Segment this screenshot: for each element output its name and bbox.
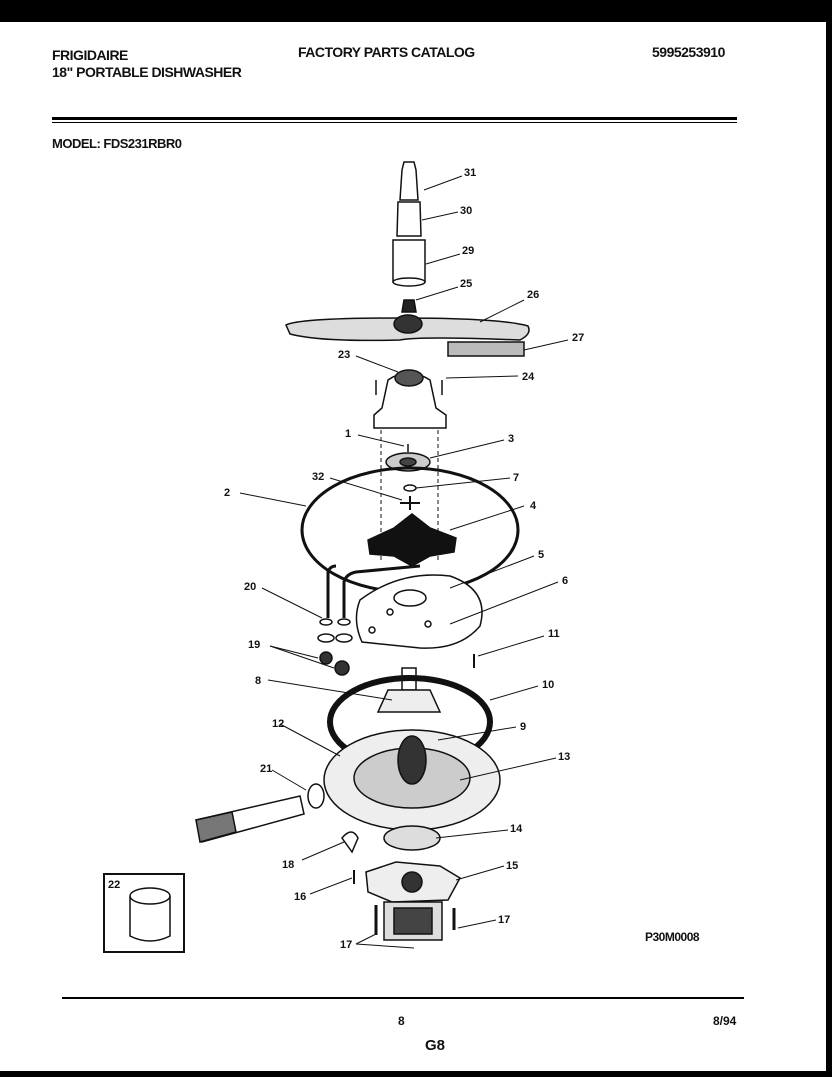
sump-housing (323, 729, 501, 831)
pump-hub (376, 667, 442, 713)
callout-23: 23 (338, 349, 350, 361)
callout-27: 27 (572, 332, 584, 344)
callout-2: 2 (224, 487, 230, 499)
drain-hose (195, 783, 325, 843)
callout-26: 26 (527, 289, 539, 301)
chopper-blade-assembly (367, 513, 457, 567)
callout-15: 15 (506, 860, 518, 872)
callout-20: 20 (244, 581, 256, 593)
callout-32: 32 (312, 471, 324, 483)
callout-24: 24 (522, 371, 535, 383)
callout-6: 6 (562, 575, 568, 587)
catalog-part-number: 5995253910 (652, 44, 725, 60)
callout-5: 5 (538, 549, 544, 561)
product-name: 18" PORTABLE DISHWASHER (52, 64, 242, 80)
pump-cover-plate (355, 574, 483, 649)
upper-pump-housing (373, 369, 447, 429)
callout-3: 3 (508, 433, 514, 445)
callout-4: 4 (530, 500, 537, 512)
water-tube (326, 564, 337, 618)
callout-17-right: 17 (498, 914, 510, 926)
callout-12: 12 (272, 718, 284, 730)
hose-fittings (317, 618, 353, 676)
callout-21: 21 (260, 763, 272, 775)
spray-arm-nut (401, 299, 417, 313)
callout-8: 8 (255, 675, 261, 687)
callout-19: 19 (248, 639, 260, 651)
callout-13: 13 (558, 751, 570, 763)
callout-25: 25 (460, 278, 472, 290)
model-label: MODEL: FDS231RBR0 (52, 136, 182, 151)
callout-31: 31 (464, 167, 476, 179)
callout-18: 18 (282, 859, 294, 871)
callout-9: 9 (520, 721, 526, 733)
page-number: 8 (398, 1014, 405, 1028)
callout-17-left: 17 (340, 939, 352, 951)
callout-11: 11 (548, 628, 560, 640)
revision-date: 8/94 (713, 1014, 737, 1028)
catalog-title: FACTORY PARTS CATALOG (298, 44, 475, 60)
callout-16: 16 (294, 891, 306, 903)
header-rule-thin (52, 122, 737, 123)
section-code: G8 (425, 1037, 446, 1054)
motor-assembly (365, 861, 462, 941)
callout-29: 29 (462, 245, 474, 257)
deflector-strip (447, 341, 525, 357)
callout-30: 30 (460, 205, 472, 217)
right-scan-edge (826, 0, 832, 1077)
footer-rule (62, 997, 744, 999)
exploded-parts-diagram: 31 30 29 25 26 27 23 24 1 3 32 7 2 4 5 6… (103, 161, 584, 953)
callout-22: 22 (108, 879, 120, 891)
callout-10: 10 (542, 679, 554, 691)
check-valve (341, 831, 359, 854)
lower-spray-arm (285, 314, 530, 342)
bottom-scan-edge (0, 1071, 832, 1077)
spray-tower-top (392, 161, 426, 287)
header-rule (52, 117, 737, 120)
callout-7: 7 (513, 472, 519, 484)
callout-14: 14 (510, 823, 523, 835)
callout-1: 1 (345, 428, 351, 440)
shaft-seal (383, 825, 441, 851)
accessory-box (103, 873, 185, 953)
top-black-bar (0, 0, 832, 22)
impeller-assembly (385, 444, 431, 472)
brand-name: FRIGIDAIRE (52, 47, 128, 63)
washer-ring (403, 484, 417, 492)
figure-reference: P30M0008 (645, 930, 700, 944)
star-clip (400, 496, 420, 510)
